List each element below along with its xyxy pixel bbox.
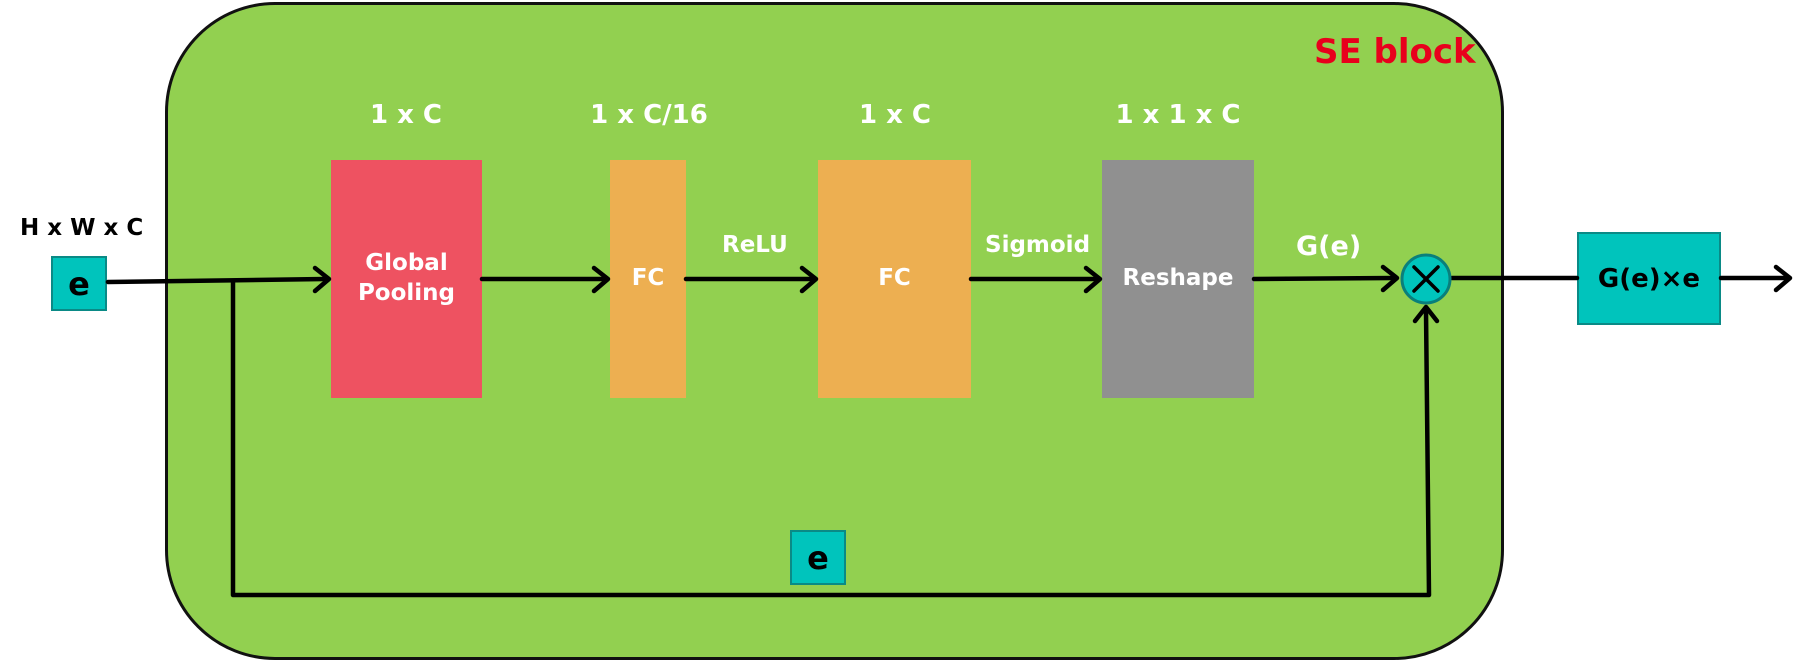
relu-label: ReLU xyxy=(722,232,788,258)
input-e-box: e xyxy=(51,256,107,311)
output-arrowhead xyxy=(1773,264,1793,293)
reshape-to-multiply-arrowhead xyxy=(1380,264,1400,293)
stage-3-dims: 1 x C xyxy=(858,100,932,130)
fc2-to-reshape-arrowhead xyxy=(1083,265,1103,294)
stage-2-dims: 1 x C/16 xyxy=(590,100,708,130)
skip-e-box: e xyxy=(790,530,846,585)
skip-connection-arrowhead xyxy=(1412,304,1440,324)
fc1-to-fc2-arrowhead xyxy=(799,265,819,294)
input-dims-label: H x W x C xyxy=(20,215,144,241)
multiply-x-stroke-2 xyxy=(1412,265,1440,293)
fc-box-1: FC xyxy=(610,160,686,398)
reshape-box: Reshape xyxy=(1102,160,1254,398)
multiply-node xyxy=(1400,253,1452,305)
gate-label: G(e) xyxy=(1296,231,1362,262)
fc-box-2: FC xyxy=(818,160,971,398)
stage-4-dims: 1 x 1 x C xyxy=(1115,100,1241,130)
stage-1-dims: 1 x C xyxy=(369,100,443,130)
pool-to-fc1-arrowhead xyxy=(591,265,611,294)
reshape-to-multiply-line xyxy=(1251,275,1397,282)
global-pooling-box: Global Pooling xyxy=(331,160,482,398)
input-to-pool-line xyxy=(105,276,328,285)
input-to-pool-arrowhead xyxy=(312,265,332,294)
skip-connection-line xyxy=(230,279,1432,598)
sigmoid-label: Sigmoid xyxy=(985,232,1091,258)
se-block-title: SE block xyxy=(1314,32,1476,72)
